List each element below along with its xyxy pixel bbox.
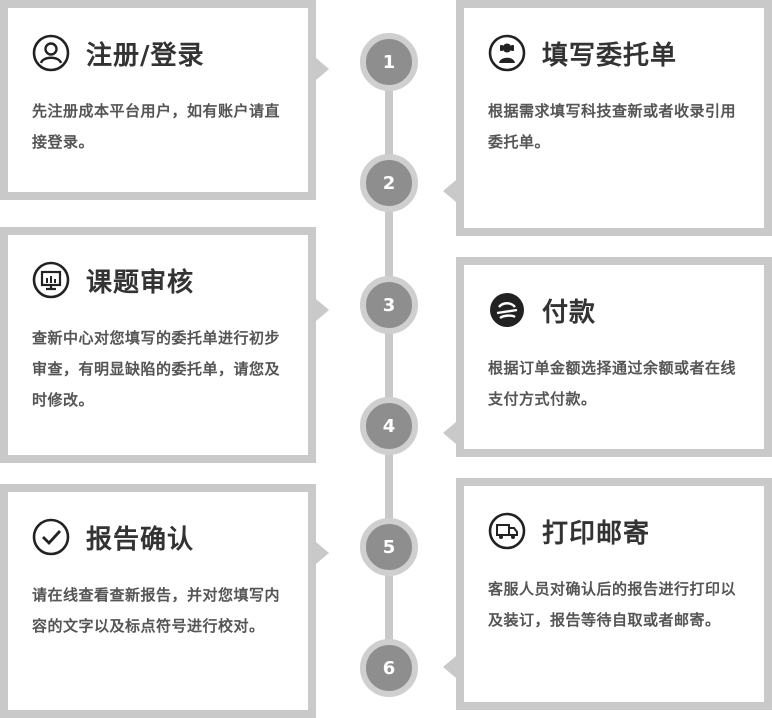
step-card-register: 注册/登录 先注册成本平台用户，如有账户请直接登录。 bbox=[0, 0, 329, 200]
step-card-print-mail: 打印邮寄 客服人员对确认后的报告进行打印以及装订，报告等待自取或者邮寄。 bbox=[443, 478, 772, 710]
card-pointer bbox=[316, 299, 329, 321]
card-description: 请在线查看查新报告，并对您填写内容的文字以及标点符号进行校对。 bbox=[32, 586, 281, 635]
step-card-review: 课题审核 查新中心对您填写的委托单进行初步审查，有明显缺陷的委托单，请您及时修改… bbox=[0, 227, 329, 463]
step-node-4: 4 bbox=[360, 397, 418, 455]
card-pointer bbox=[443, 180, 456, 202]
card-pointer bbox=[316, 542, 329, 564]
step-node-5: 5 bbox=[360, 518, 418, 576]
card-description: 先注册成本平台用户，如有账户请直接登录。 bbox=[32, 102, 281, 151]
step-card-confirm: 报告确认 请在线查看查新报告，并对您填写内容的文字以及标点符号进行校对。 bbox=[0, 484, 329, 718]
card-title: 付款 bbox=[542, 297, 597, 328]
step-node-6: 6 bbox=[360, 639, 418, 697]
timeline-line bbox=[385, 60, 393, 670]
step-node-1: 1 bbox=[360, 33, 418, 91]
card-title: 填写委托单 bbox=[542, 40, 678, 71]
card-description: 查新中心对您填写的委托单进行初步审查，有明显缺陷的委托单，请您及时修改。 bbox=[32, 329, 281, 409]
card-pointer bbox=[443, 422, 456, 444]
card-description: 根据订单金额选择通过余额或者在线支付方式付款。 bbox=[488, 359, 737, 408]
customer-service-icon bbox=[488, 34, 526, 72]
card-description: 根据需求填写科技查新或者收录引用委托单。 bbox=[488, 102, 737, 151]
card-title: 报告确认 bbox=[86, 524, 195, 555]
payment-icon bbox=[488, 291, 526, 329]
user-icon bbox=[32, 34, 70, 72]
card-title: 课题审核 bbox=[86, 267, 195, 298]
card-pointer bbox=[316, 58, 329, 80]
card-description: 客服人员对确认后的报告进行打印以及装订，报告等待自取或者邮寄。 bbox=[488, 580, 737, 629]
check-icon bbox=[32, 518, 70, 556]
card-pointer bbox=[443, 656, 456, 678]
step-card-payment: 付款 根据订单金额选择通过余额或者在线支付方式付款。 bbox=[443, 257, 772, 457]
presentation-icon bbox=[32, 261, 70, 299]
card-title: 注册/登录 bbox=[86, 40, 205, 71]
card-title: 打印邮寄 bbox=[542, 518, 651, 549]
truck-icon bbox=[488, 512, 526, 550]
step-node-3: 3 bbox=[360, 276, 418, 334]
step-card-fill-order: 填写委托单 根据需求填写科技查新或者收录引用委托单。 bbox=[443, 0, 772, 236]
step-node-2: 2 bbox=[360, 154, 418, 212]
